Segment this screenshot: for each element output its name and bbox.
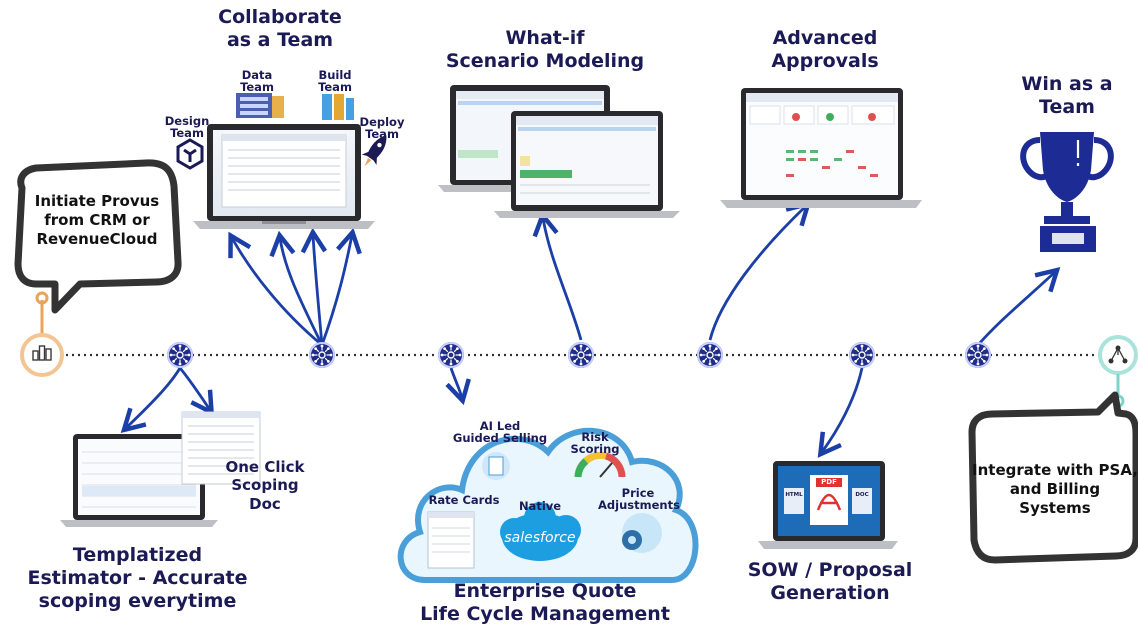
hub-icon <box>699 344 721 366</box>
arrow-to-estimator <box>120 367 182 434</box>
trophy-icon <box>1020 132 1114 252</box>
timeline-node-7 <box>965 342 991 368</box>
collaborate-laptop <box>193 124 375 229</box>
label-design-team: Design Team <box>164 114 210 141</box>
html-document-icon: HTML <box>785 492 803 498</box>
arrow-to-data <box>269 230 324 346</box>
doc-document-icon: DOC <box>855 492 869 498</box>
arrow-to-scopingdoc <box>178 367 215 417</box>
hub-icon <box>440 344 462 366</box>
arrow-to-approvals <box>708 200 812 341</box>
label-estimator: Templatized Estimator - Accurate scoping… <box>27 544 248 613</box>
bar-chart-icon <box>20 291 64 377</box>
label-deploy-team: Deploy Team <box>359 115 405 142</box>
hub-icon <box>169 344 191 366</box>
title-approvals: Advanced Approvals <box>771 27 879 73</box>
title-whatif: What-if Scenario Modeling <box>445 27 645 73</box>
start-bubble-shape <box>14 159 182 314</box>
approvals-laptop <box>720 88 922 208</box>
sow-laptop <box>758 461 898 549</box>
timeline-node-2 <box>309 342 335 368</box>
rocket-icon <box>361 135 387 167</box>
design-icon <box>176 138 204 170</box>
hub-icon <box>570 344 592 366</box>
title-win: Win as a Team <box>1021 73 1113 119</box>
label-sow: SOW / Proposal Generation <box>747 559 913 605</box>
label-build-team: Build Team <box>318 68 352 95</box>
timeline-node-3 <box>438 342 464 368</box>
enterprise-cloud <box>397 427 699 583</box>
hub-icon <box>967 344 989 366</box>
cloud-ai-label: AI Led Guided Selling <box>452 419 548 446</box>
end-bubble-shape <box>968 391 1138 564</box>
cloud-price-label: Price Adjustments <box>598 486 680 513</box>
label-one-click: One Click Scoping Doc <box>225 458 305 513</box>
data-server-icon <box>236 93 284 118</box>
title-collaborate: Collaborate as a Team <box>218 6 342 52</box>
arrow-to-build <box>300 227 328 346</box>
timeline-node-4 <box>568 342 594 368</box>
whatif-laptop-front <box>494 111 680 218</box>
bubble-end-text: Integrate with PSA, and Billing Systems <box>972 461 1138 518</box>
pdf-document-icon: PDF <box>816 478 842 487</box>
hub-icon <box>851 344 873 366</box>
label-data-team: Data Team <box>240 68 274 95</box>
label-enterprise: Enterprise Quote Life Cycle Management <box>420 580 670 626</box>
arrow-to-design <box>228 231 323 347</box>
scoping-document <box>181 411 261 485</box>
arrow-to-whatif <box>532 210 583 341</box>
bubble-start-text: Initiate Provus from CRM or RevenueCloud <box>34 192 160 249</box>
cloud-native-label: Native <box>518 499 562 513</box>
salesforce-logo-text: salesforce <box>504 530 576 546</box>
arrow-to-trophy <box>976 267 1061 346</box>
timeline-node-1 <box>167 342 193 368</box>
arrow-to-deploy <box>320 227 362 346</box>
estimator-laptop <box>60 434 218 527</box>
timeline-node-6 <box>849 342 875 368</box>
hub-icon <box>311 344 333 366</box>
cloud-risk-label: Risk Scoring <box>570 430 620 457</box>
build-server-icon <box>322 94 354 120</box>
cloud-rate-label: Rate Cards <box>428 493 500 507</box>
arrow-to-cloud <box>445 367 471 406</box>
timeline-node-5 <box>697 342 723 368</box>
arrow-to-sow <box>817 367 864 458</box>
